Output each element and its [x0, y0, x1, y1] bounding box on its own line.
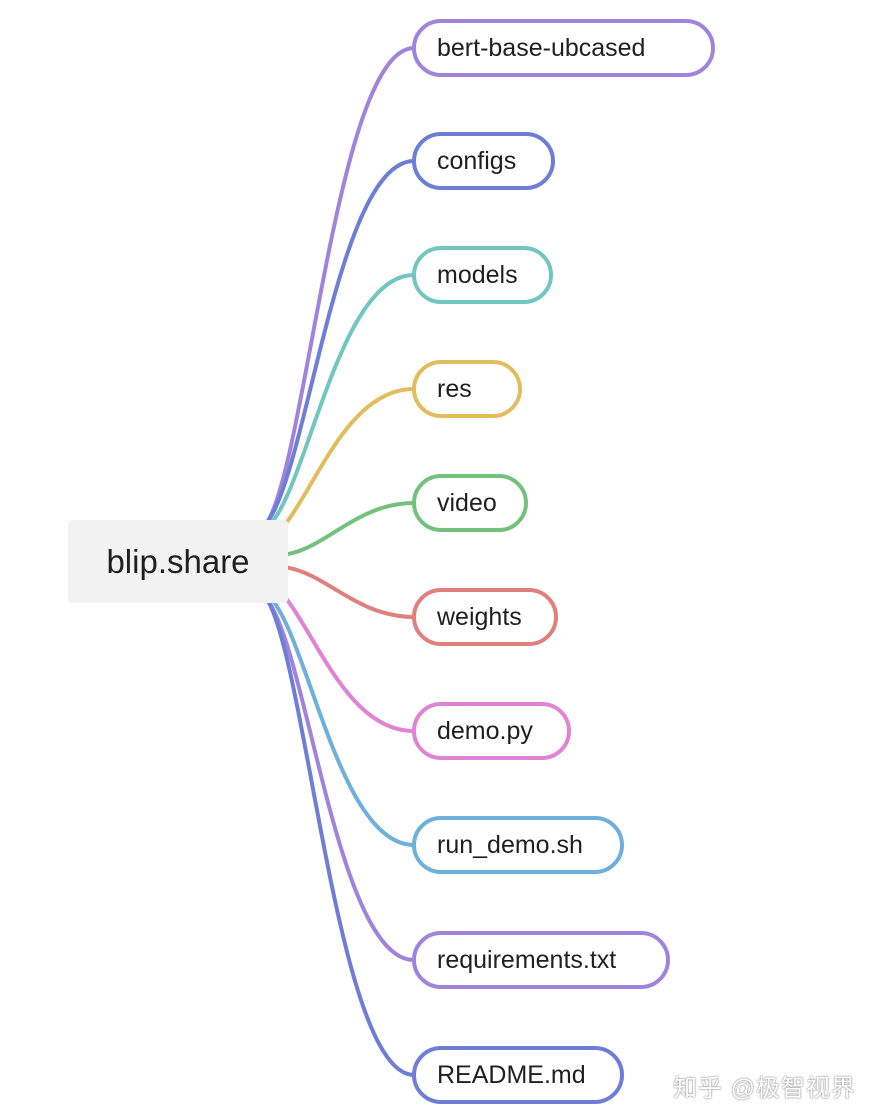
node-label: requirements.txt	[437, 945, 617, 974]
child-node-configs[interactable]: configs	[412, 132, 555, 190]
watermark: 知乎 @极智视界	[672, 1075, 856, 1102]
edge-4	[286, 501, 416, 557]
edge-1	[266, 159, 416, 523]
edge-7	[266, 593, 416, 847]
child-node-requirements-txt[interactable]: requirements.txt	[412, 931, 670, 989]
node-label: video	[437, 488, 497, 517]
edge-2	[266, 273, 416, 529]
edge-8	[266, 599, 416, 962]
node-label: bert-base-ubcased	[437, 33, 646, 62]
node-label: run_demo.sh	[437, 830, 583, 859]
child-node-run-demo-sh[interactable]: run_demo.sh	[412, 816, 624, 874]
root-node[interactable]: blip.share	[68, 520, 288, 603]
child-node-bert-base-ubcased[interactable]: bert-base-ubcased	[412, 19, 715, 77]
edge-9	[266, 599, 416, 1077]
root-label: blip.share	[106, 542, 250, 580]
child-node-readme-md[interactable]: README.md	[412, 1046, 624, 1104]
child-node-res[interactable]: res	[412, 360, 522, 418]
child-node-models[interactable]: models	[412, 246, 553, 304]
node-label: configs	[437, 146, 517, 175]
child-node-video[interactable]: video	[412, 474, 528, 532]
edge-5	[286, 565, 416, 619]
node-label: models	[437, 260, 518, 289]
node-label: demo.py	[437, 716, 533, 745]
child-node-demo-py[interactable]: demo.py	[412, 702, 571, 760]
node-label: res	[437, 374, 472, 403]
node-label: README.md	[437, 1060, 586, 1089]
node-label: weights	[437, 602, 522, 631]
edge-0	[266, 46, 416, 523]
child-node-weights[interactable]: weights	[412, 588, 558, 646]
